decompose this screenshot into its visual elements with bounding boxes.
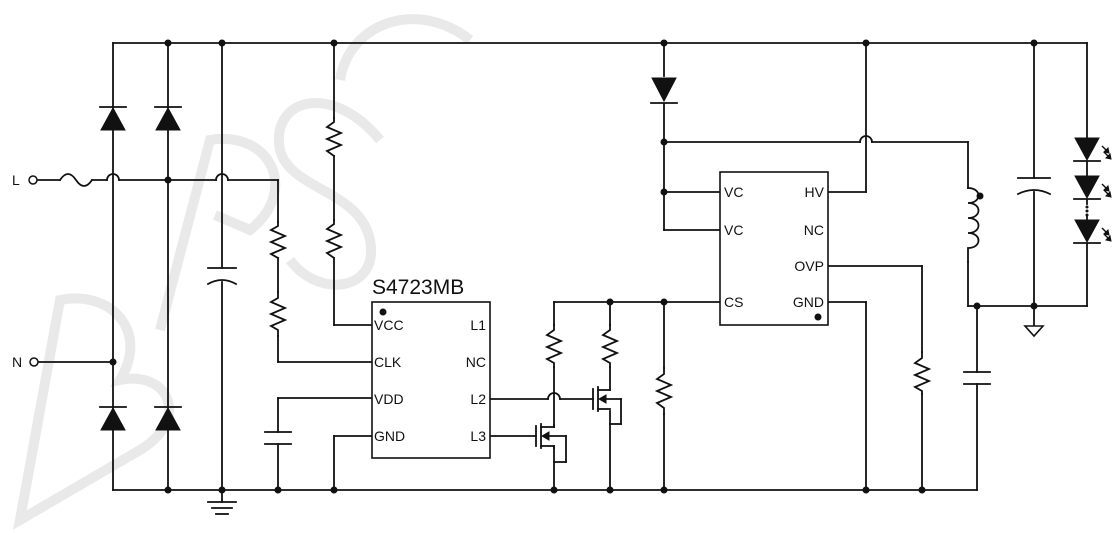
bridge-diode-bottom-right — [154, 406, 182, 431]
resistor-ovp — [912, 351, 932, 395]
resistor-vcc-upper — [324, 117, 344, 158]
led-ellipsis — [1085, 205, 1089, 217]
junction-dots — [109, 39, 1038, 494]
ic1-pin-clk: CLK — [374, 354, 402, 370]
wiring — [36, 42, 1088, 503]
ic2-pin-ovp: OVP — [794, 258, 824, 274]
ic1-pin-l3: L3 — [470, 428, 486, 444]
ic1-name: S4723MB — [372, 276, 464, 299]
led-bulk-capacitor — [1016, 177, 1052, 196]
resistor-clk-upper — [268, 221, 288, 260]
supply-diode — [650, 77, 678, 104]
resistor-current-sense — [654, 367, 674, 415]
resistor-vcc-lower — [324, 219, 344, 260]
ground-symbol-led — [1023, 325, 1045, 338]
pin1-marker — [379, 308, 387, 316]
ic2-pin-cs: CS — [724, 294, 743, 310]
resistor-clk-lower — [268, 291, 288, 337]
ic-led-driver: VC VC CS HV NC OVP GND — [719, 171, 829, 326]
resistor-gate-left — [544, 324, 564, 368]
led-3 — [1073, 219, 1112, 244]
ic2-pin-nc: NC — [804, 222, 824, 238]
ic-s4723mb: S4723MB VCC CLK VDD GND L1 NC L2 L3 — [371, 276, 491, 459]
bridge-diode-bottom-left — [99, 406, 127, 431]
pin1-marker — [814, 313, 822, 321]
terminal-n-label: N — [12, 354, 22, 370]
ic1-pin-l1: L1 — [470, 317, 486, 333]
bridge-diode-top-right — [154, 106, 182, 131]
output-capacitor — [963, 371, 991, 385]
terminal-n: N — [12, 354, 39, 370]
ic2-pin-hv: HV — [805, 184, 825, 200]
ground-symbol-main — [207, 501, 237, 515]
mosfet-left — [535, 423, 567, 463]
mosfet-right — [592, 386, 622, 425]
led-2 — [1073, 175, 1112, 200]
ic2-pin-vc2: VC — [724, 222, 743, 238]
vdd-capacitor — [264, 431, 292, 445]
led-1 — [1073, 137, 1112, 162]
ic1-pin-l2: L2 — [470, 391, 486, 407]
resistor-gate-right — [600, 324, 620, 368]
inductor — [967, 187, 984, 263]
ic1-pin-vcc: VCC — [374, 317, 404, 333]
input-filter-capacitor — [206, 267, 238, 286]
terminal-l-label: L — [12, 172, 20, 188]
bridge-diode-top-left — [99, 106, 127, 131]
inductor-polarity-dot — [976, 192, 984, 200]
led-string — [1073, 137, 1112, 244]
ic2-pin-gnd: GND — [793, 294, 824, 310]
terminal-l: L — [12, 172, 38, 188]
ic1-pin-gnd: GND — [374, 428, 405, 444]
ic1-pin-nc: NC — [466, 354, 486, 370]
ic2-pin-vc1: VC — [724, 184, 743, 200]
ic1-pin-vdd: VDD — [374, 391, 404, 407]
